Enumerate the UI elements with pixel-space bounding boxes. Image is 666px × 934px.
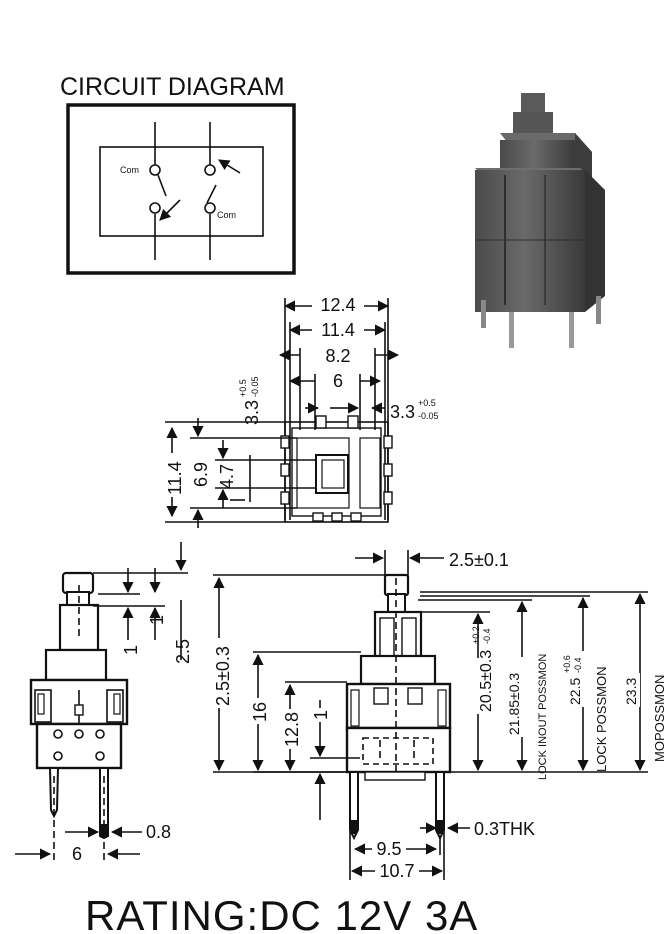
dim-6: 6 (333, 371, 343, 391)
lock-possmon-label: LOCK POSSMON (594, 667, 609, 772)
dim-22-5: 22.5 (567, 678, 583, 705)
circuit-diagram: CIRCUIT DIAGRAM Com Com (60, 73, 296, 275)
dim-20-5-sub: -0.4 (482, 628, 492, 644)
contact-top-right (204, 164, 216, 176)
dim-6-9: 6.9 (191, 462, 211, 487)
top-view-drawing: 12.4 11.4 8.2 6 3.3 +0.5 -0.05 3.3 +0.5 … (165, 293, 439, 528)
dim-9-5: 9.5 (376, 839, 401, 859)
dim-4-7: 4.7 (217, 464, 237, 489)
dim-0-8: 0.8 (146, 822, 171, 842)
dim-20-5: 20.5±0.3 (478, 650, 495, 712)
dim-20-5-sup: +0.2 (471, 626, 481, 644)
dim-11-4-top: 11.4 (321, 320, 355, 340)
dim-3-3-right-sub: -0.05 (418, 411, 439, 421)
dim-1-b: 1 (147, 615, 167, 625)
lock-inout-label: LOCK INOUT POSSMON (537, 654, 549, 780)
circuit-inner-frame (99, 146, 264, 237)
dim-8-2: 8.2 (325, 346, 350, 366)
contact-bottom-left (149, 202, 161, 214)
dim-16: 16 (250, 702, 270, 722)
dim-3-3-right-sup: +0.5 (418, 398, 436, 408)
rating-label: RATING:DC 12V 3A (85, 892, 478, 934)
dim-3-3-left-sup: +0.5 (238, 379, 248, 397)
front-view: 2.5±0.1 (213, 550, 666, 881)
moposs-label: MOPOSSMON (652, 675, 666, 762)
dim-11-4-side: 11.4 (165, 461, 185, 495)
com-label-right: Com (217, 210, 236, 220)
dim-12-8: 12.8 (282, 712, 302, 747)
dim-2-5-big: 2.5±0.3 (213, 646, 233, 706)
dim-1-front: 1 (311, 710, 331, 720)
dim-23-3: 23.3 (623, 678, 639, 705)
dim-10-7: 10.7 (379, 861, 414, 881)
dim-3-3-left: 3.3 (242, 400, 262, 425)
dim-22-5-sub: -0.4 (573, 657, 583, 673)
switch-photo (475, 93, 605, 348)
circuit-title: CIRCUIT DIAGRAM (60, 73, 285, 101)
dim-2-5-small: 2.5 (173, 639, 193, 664)
contact-com-right (204, 202, 216, 214)
dim-3-3-left-sub: -0.05 (250, 376, 260, 397)
dim-stem-width: 2.5±0.1 (449, 550, 509, 570)
dim-22-5-sup: +0.6 (562, 655, 572, 673)
com-label-left: Com (120, 165, 139, 175)
left-side-view: 1 1 2.5 0.8 6 (15, 542, 193, 864)
dim-3-3-right: 3.3 (390, 402, 415, 422)
contact-com-left (149, 164, 161, 176)
dim-6-pitch: 6 (72, 844, 82, 864)
dim-12-4: 12.4 (320, 295, 355, 315)
dim-1-a: 1 (121, 645, 141, 655)
circuit-frame (66, 103, 296, 275)
dim-0-3thk: 0.3THK (474, 819, 535, 839)
dim-21-85: 21.85±0.3 (506, 673, 522, 735)
